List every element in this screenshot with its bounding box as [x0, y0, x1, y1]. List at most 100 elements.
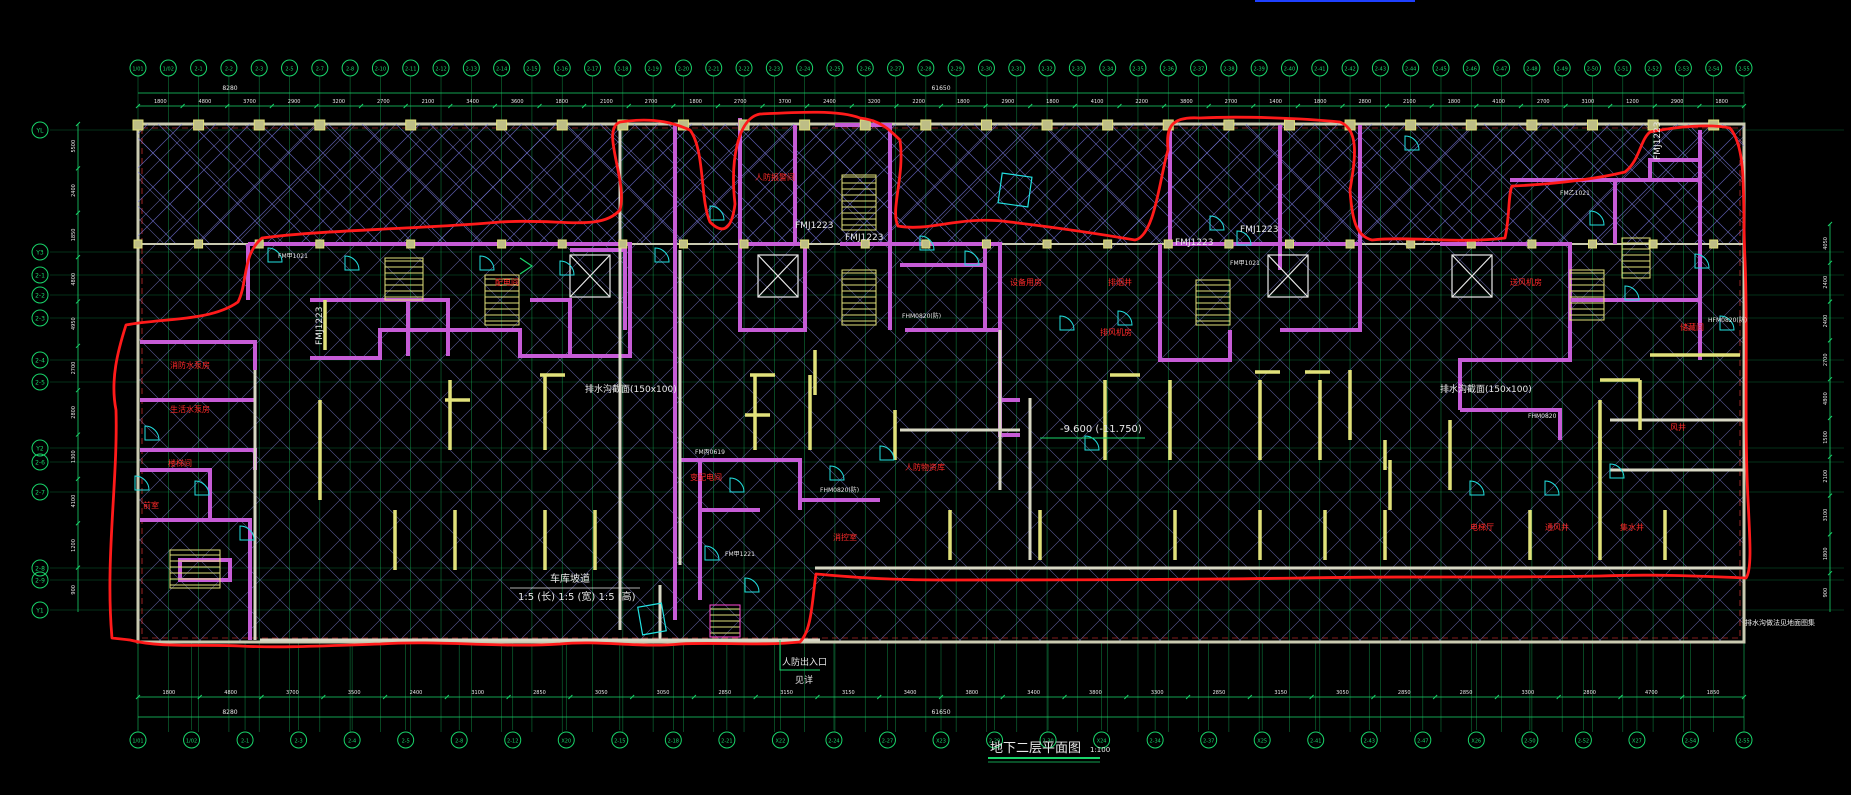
- door-tag: FM甲1021: [1230, 260, 1260, 267]
- axis-label: 2-30: [1042, 739, 1053, 745]
- axis-bubble: [1493, 59, 1511, 77]
- dim-tick: [1384, 103, 1390, 109]
- axis-label: 2-1: [35, 273, 45, 280]
- column: [1224, 239, 1234, 249]
- axis-bubble: [31, 439, 49, 457]
- axis-bubble: [932, 731, 950, 749]
- axis-label: 2-45: [1435, 67, 1446, 73]
- column: [1406, 239, 1416, 249]
- dim-tick: [1371, 694, 1376, 700]
- window-title-strip: [1255, 0, 1415, 2]
- axis-label: 2-33: [1072, 67, 1083, 73]
- dim-value: 1800: [689, 99, 702, 105]
- column: [1526, 119, 1538, 131]
- axis-label: 2-47: [1417, 739, 1428, 745]
- axis-label: 2-46: [1466, 67, 1477, 73]
- dim-tick: [1697, 103, 1702, 109]
- axis-bubble: [31, 286, 49, 304]
- dim-tick: [1827, 376, 1833, 382]
- dim-tick: [1161, 103, 1167, 109]
- axis-bubble: [341, 59, 359, 77]
- hatch-tag: FHM0820(防): [902, 312, 941, 320]
- dim-value: 2900: [288, 99, 301, 105]
- dim-value: 2400: [71, 184, 77, 197]
- dim-value: 1850: [1707, 690, 1720, 696]
- dim-tick: [983, 103, 988, 109]
- hatch-note: 排水沟做法见地面图集: [1745, 618, 1815, 627]
- dim-tick: [894, 103, 899, 109]
- dim-value: 3800: [1180, 99, 1193, 105]
- dim-tick: [135, 694, 141, 700]
- dim-tick: [1027, 103, 1033, 109]
- axis-label: 2-18: [668, 739, 679, 745]
- room-label: 电梯厅: [1470, 522, 1494, 532]
- drawing-scale: 1:100: [1090, 746, 1110, 754]
- door-swing: [194, 480, 210, 496]
- door-swing: [479, 255, 495, 271]
- axis-bubble: [1644, 59, 1662, 77]
- dim-value: 2700: [734, 99, 747, 105]
- column: [981, 239, 991, 249]
- room-label: 集水井: [1620, 522, 1644, 532]
- axis-label: 2-38: [1223, 67, 1234, 73]
- dim-tick: [626, 103, 632, 109]
- dim-value: 3100: [471, 690, 484, 696]
- axis-bubble: [504, 731, 522, 749]
- column: [194, 239, 204, 249]
- dim-value: 1800: [1046, 99, 1059, 105]
- axis-label: 2-24: [799, 67, 810, 73]
- dim-tick: [1473, 103, 1479, 109]
- dim-tick: [75, 166, 81, 171]
- column: [497, 239, 507, 249]
- markup-cloud: [108, 110, 1752, 649]
- axis-label: 2-21: [721, 739, 732, 745]
- door-swing: [1117, 310, 1133, 326]
- column: [1102, 119, 1114, 131]
- dim-tick: [715, 103, 721, 109]
- axis-bubble: [1038, 59, 1056, 77]
- door-swing: [964, 250, 980, 266]
- dim-tick: [180, 103, 185, 109]
- dim-tick: [1185, 694, 1191, 700]
- axis-label: X22: [776, 739, 786, 745]
- axis-label: 2-32: [1041, 67, 1052, 73]
- room-label: 人防报警间: [755, 172, 795, 182]
- axis-label: 2-54: [1685, 739, 1696, 745]
- axis-label: 2-50: [1524, 739, 1535, 745]
- axis-label: 2-5: [402, 739, 410, 745]
- drawing-title: 地下二层平面图: [990, 741, 1081, 756]
- axis-label: 2-48: [1526, 67, 1537, 73]
- axis-bubble: [765, 59, 783, 77]
- axis-label: 2-12: [435, 67, 446, 73]
- axis-bubble: [1674, 59, 1692, 77]
- axis-bubble: [1250, 59, 1268, 77]
- axis-bubble: [1735, 731, 1753, 749]
- room-label: 排风机房: [1100, 327, 1132, 337]
- drawing-title-block: 地下二层平面图 1:100: [988, 741, 1110, 763]
- dim-tick: [75, 565, 81, 570]
- column: [920, 119, 932, 131]
- axis-label: 2-30: [981, 67, 992, 73]
- axis-label: 2-21: [708, 67, 719, 73]
- axis-label: 2-31: [1011, 67, 1022, 73]
- dim-tick: [1607, 103, 1613, 109]
- axis-label: Y1: [35, 608, 44, 615]
- room-label: 配电间: [495, 277, 519, 287]
- column: [1345, 239, 1355, 249]
- axis-bubble: [1008, 59, 1026, 77]
- column: [1283, 119, 1295, 131]
- dim-tick: [849, 103, 855, 109]
- column: [980, 119, 992, 131]
- dim-tick: [1563, 103, 1568, 109]
- axis-label: 2-19: [647, 67, 658, 73]
- dim-value: 3150: [780, 690, 793, 696]
- axis-label: 2-4: [35, 358, 45, 365]
- axis-label: 2-34: [1149, 739, 1160, 745]
- dim-value: 2900: [1002, 99, 1015, 105]
- dim-value: 2100: [600, 99, 613, 105]
- column: [1465, 119, 1477, 131]
- axis-bubble: [1341, 59, 1359, 77]
- dim-tick: [1827, 570, 1833, 576]
- column: [618, 239, 628, 249]
